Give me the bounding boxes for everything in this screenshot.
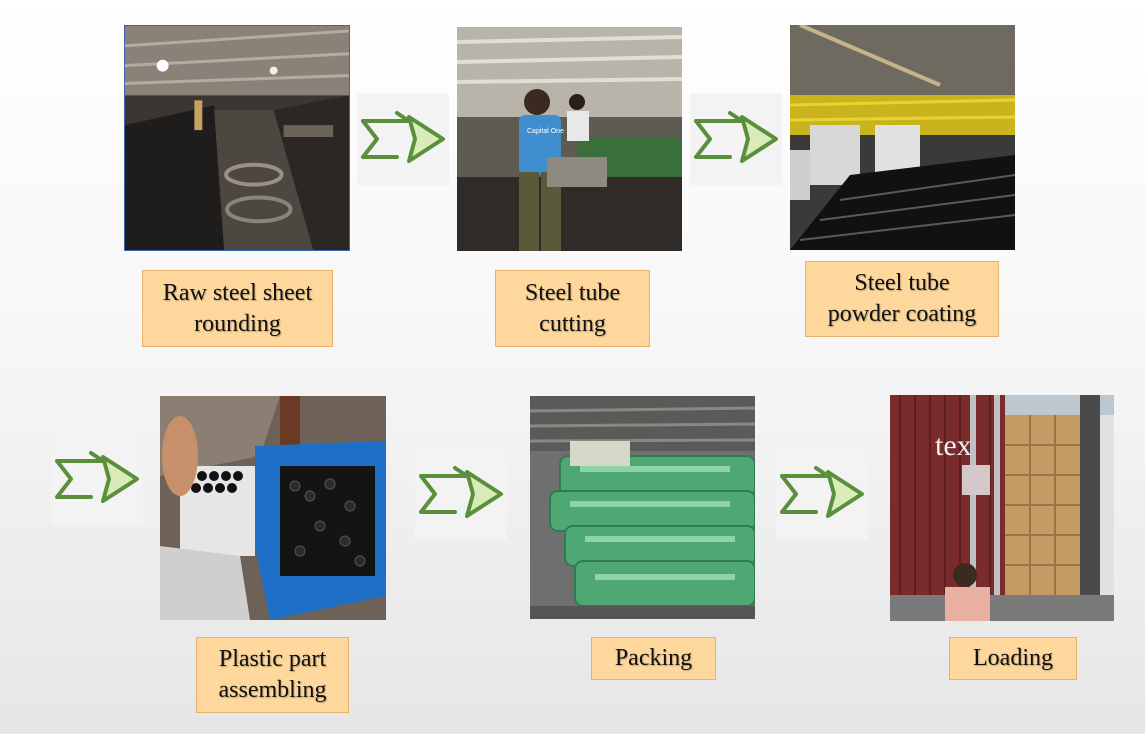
step-label-steel-tube-cutting: Steel tube cutting (495, 270, 650, 347)
step-label-powder-coating: Steel tube powder coating (805, 261, 999, 337)
arrow-icon (415, 448, 507, 540)
step-label-loading: Loading (949, 637, 1077, 680)
arrow-4-to-5 (415, 448, 507, 540)
arrow-1-to-2 (357, 93, 449, 185)
step-label-line1: Steel tube (828, 268, 977, 299)
step-label-line1: Steel tube (525, 278, 620, 309)
step-label-line1: Loading (973, 643, 1053, 674)
step-label-line2: assembling (219, 675, 327, 706)
arrow-icon (690, 93, 782, 185)
arrow-icon (776, 448, 868, 540)
step-label-line1: Raw steel sheet (163, 278, 312, 309)
photo-plastic-part-assembling (160, 396, 386, 620)
photo-loading: tex (890, 395, 1114, 621)
step-label-line2: powder coating (828, 299, 977, 330)
step-label-plastic-part-assembling: Plastic part assembling (196, 637, 349, 713)
container-brand-text: tex (935, 429, 972, 462)
photo-packing (530, 396, 755, 619)
step-label-line2: rounding (163, 309, 312, 340)
arrow-icon (357, 93, 449, 185)
step-label-line1: Plastic part (219, 644, 327, 675)
photo-powder-coating (790, 25, 1015, 250)
arrow-icon (51, 433, 143, 525)
step-label-raw-steel-rounding: Raw steel sheet rounding (142, 270, 333, 347)
step-label-line1: Packing (615, 643, 692, 674)
step-label-packing: Packing (591, 637, 716, 680)
arrow-2-to-3 (690, 93, 782, 185)
shirt-logo-text: Capital One (527, 128, 564, 135)
arrow-5-to-6 (776, 448, 868, 540)
step-label-line2: cutting (525, 309, 620, 340)
photo-raw-steel-rounding (124, 25, 350, 251)
photo-steel-tube-cutting: Capital One (457, 27, 682, 251)
arrow-3-to-4 (51, 433, 143, 525)
